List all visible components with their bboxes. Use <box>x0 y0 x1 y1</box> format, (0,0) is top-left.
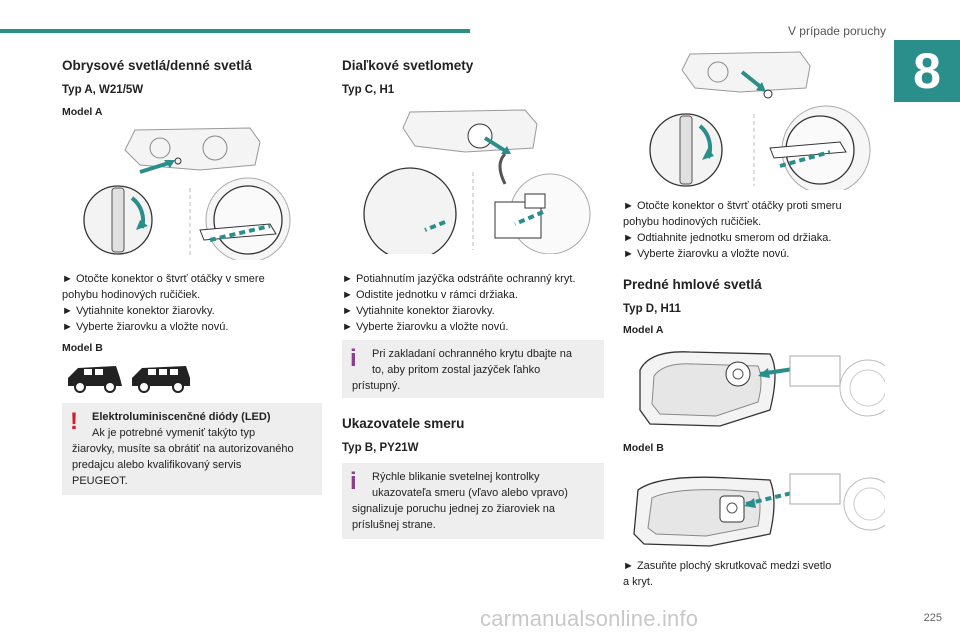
fog-light-model-b-illustration <box>620 460 885 550</box>
ind-step-1a: ► Otočte konektor o štvrť otáčky proti s… <box>623 200 842 212</box>
warning-title: Elektroluminiscenčné diódy (LED) <box>92 411 271 423</box>
bulb-type-c: Typ C, H1 <box>342 84 395 96</box>
warning-line-4: PEUGEOT. <box>72 475 128 487</box>
warning-line-3: predajcu alebo kvalifikovaný servis <box>72 459 242 471</box>
bulb-type-d: Typ D, H11 <box>623 303 681 315</box>
ind-step-3: ► Vyberte žiarovku a vložte novú. <box>623 248 790 260</box>
step-3: ► Vyberte žiarovku a vložte novú. <box>62 321 229 333</box>
side-light-illustration <box>80 120 310 260</box>
fog-model-a-label: Model A <box>623 324 664 336</box>
indicator-note-box: i Rýchle blikanie svetelnej kontrolky uk… <box>342 463 604 539</box>
indicator-note-line-4: príslušnej strane. <box>352 519 436 531</box>
warning-line-1: Ak je potrebné vymeniť takýto typ <box>92 427 256 439</box>
step-1a: ► Otočte konektor o štvrť otáčky v smere <box>62 273 265 285</box>
hb-step-2: ► Odistite jednotku v rámci držiaka. <box>342 289 518 301</box>
fog-step-1b: a kryt. <box>623 576 653 588</box>
cover-note-line-2: to, aby pritom zostal jazýček ľahko <box>372 364 541 376</box>
led-warning-box: ! Elektroluminiscenčné diódy (LED) Ak je… <box>62 403 322 495</box>
chapter-number-badge: 8 <box>894 40 960 102</box>
model-a-label: Model A <box>62 106 103 118</box>
cover-note-line-3: prístupný. <box>352 380 401 392</box>
info-icon: i <box>350 468 357 495</box>
page-number: 225 <box>923 612 942 624</box>
info-icon: i <box>350 345 357 372</box>
warning-icon: ! <box>70 408 78 435</box>
bulb-type-b: Typ B, PY21W <box>342 442 419 454</box>
hb-step-3: ► Vytiahnite konektor žiarovky. <box>342 305 495 317</box>
fog-light-model-a-illustration <box>620 340 885 430</box>
heading-indicators: Ukazovatele smeru <box>342 416 465 431</box>
section-title: V prípade poruchy <box>787 24 886 38</box>
step-1b: pohybu hodinových ručičiek. <box>62 289 201 301</box>
header-accent-bar <box>0 29 470 33</box>
ind-step-1b: pohybu hodinových ručičiek. <box>623 216 762 228</box>
step-2: ► Vytiahnite konektor žiarovky. <box>62 305 215 317</box>
indicator-note-line-3: signalizuje poruchu jednej zo žiaroviek … <box>352 503 556 515</box>
heading-fog-lights: Predné hmlové svetlá <box>623 277 762 292</box>
watermark-text: carmanualsonline.info <box>480 606 699 631</box>
model-b-label: Model B <box>62 342 103 354</box>
cover-note-box: i Pri zakladaní ochranného krytu dbajte … <box>342 340 604 398</box>
bulb-type-a: Typ A, W21/5W <box>62 84 144 96</box>
hb-step-4: ► Vyberte žiarovku a vložte novú. <box>342 321 509 333</box>
cover-note-line-1: Pri zakladaní ochranného krytu dbajte na <box>372 348 572 360</box>
ind-step-2: ► Odtiahnite jednotku smerom od držiaka. <box>623 232 832 244</box>
high-beam-illustration <box>355 104 600 254</box>
heading-side-lights: Obrysové svetlá/denné svetlá <box>62 58 252 73</box>
hb-step-1: ► Potiahnutím jazýčka odstráňte ochranný… <box>342 273 576 285</box>
indicator-illustration <box>630 48 880 190</box>
indicator-note-line-2: ukazovateľa smeru (vľavo alebo vpravo) <box>372 487 568 499</box>
indicator-note-line-1: Rýchle blikanie svetelnej kontrolky <box>372 471 540 483</box>
fog-step-1a: ► Zasuňte plochý skrutkovač medzi svetlo <box>623 560 832 572</box>
vehicle-silhouettes <box>64 362 194 394</box>
heading-high-beams: Diaľkové svetlomety <box>342 58 474 73</box>
warning-line-2: žiarovky, musíte sa obrátiť na autorizov… <box>72 443 294 455</box>
fog-model-b-label: Model B <box>623 442 664 454</box>
